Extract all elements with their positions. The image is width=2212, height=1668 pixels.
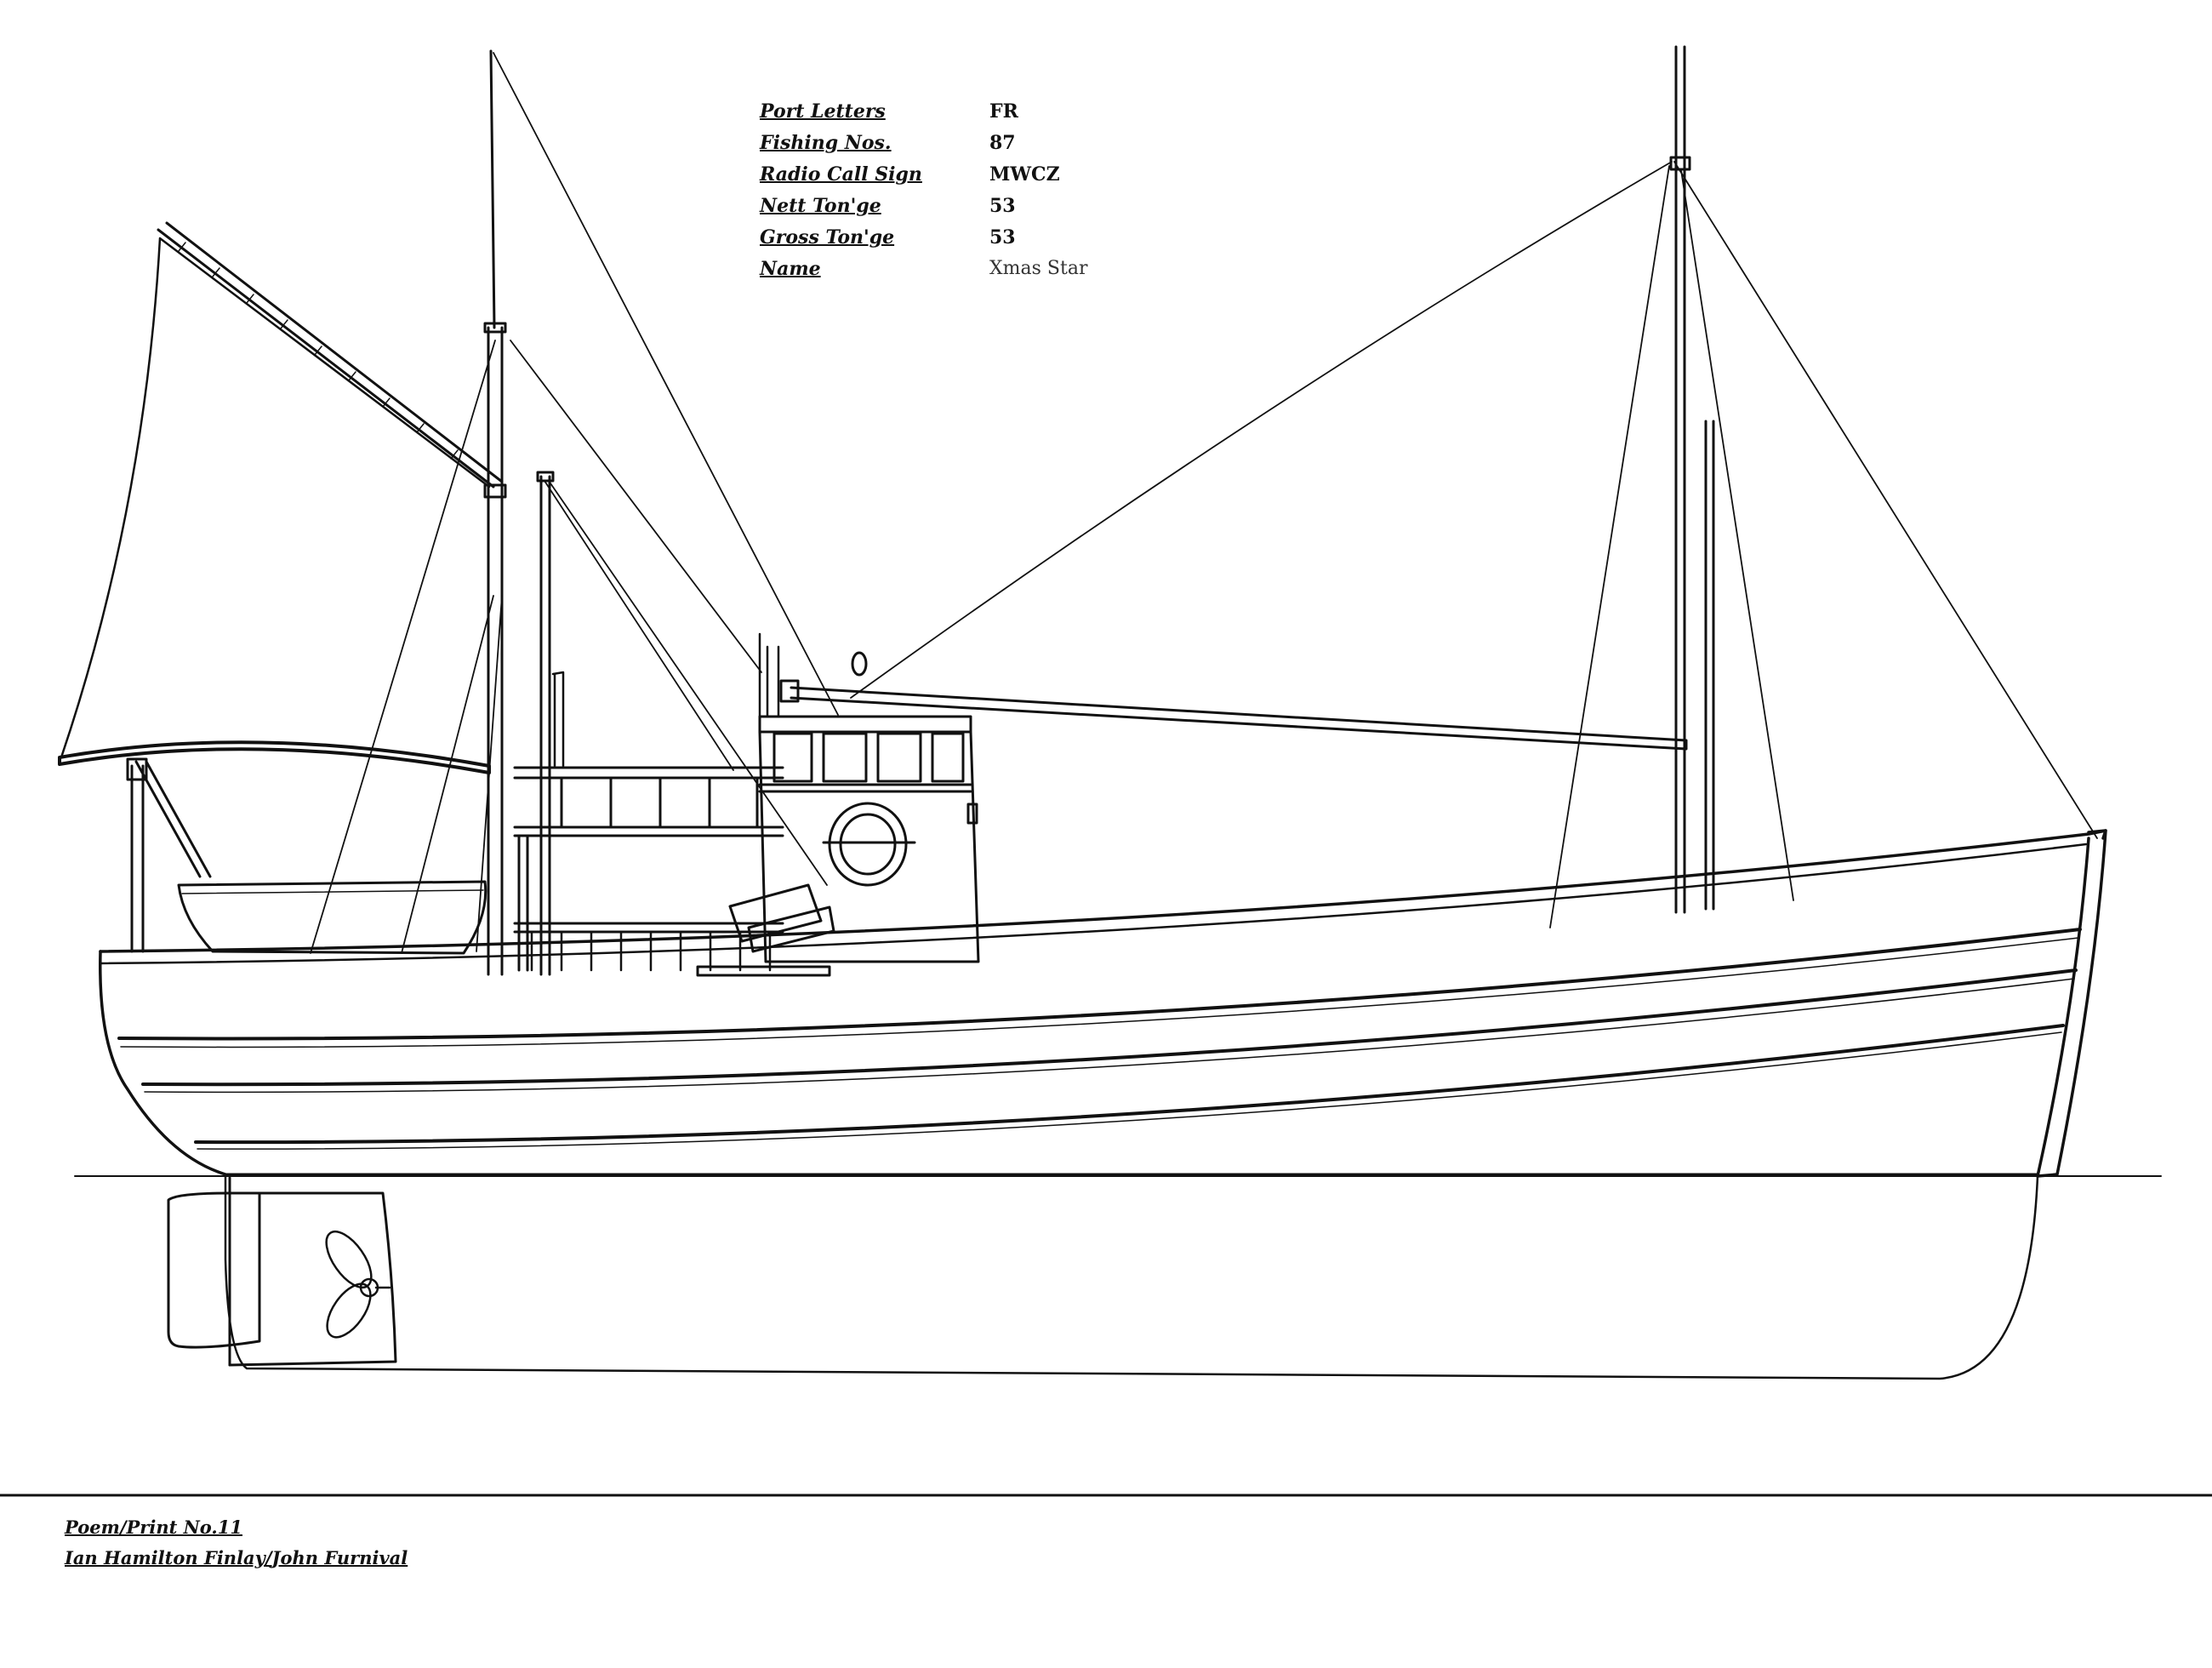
reg-value: FR [989,100,1018,123]
reg-label: Gross Ton'ge [760,226,895,248]
exhaust-pipes [551,632,780,768]
mizzen-boom [58,740,491,774]
reg-value: Xmas Star [989,258,1088,279]
derrick-post [536,471,555,976]
reg-value: 53 [989,195,1016,217]
hull-deck-line [99,843,2088,965]
sternpost [228,1191,397,1367]
authors-line: Ian Hamilton Finlay/John Furnival [65,1547,408,1578]
stem-post [2036,829,2107,1178]
reg-value: 87 [989,132,1016,154]
author-separator: / [265,1547,272,1568]
reg-label: Port Letters [760,100,886,123]
reg-label: Name [760,258,821,280]
lifebuoy-icon [822,802,916,887]
rigging [310,52,2098,954]
reg-label: Radio Call Sign [760,163,922,186]
credits: Poem/Print No.11 Ian Hamilton Finlay/Joh… [65,1517,408,1578]
transom [99,950,227,1176]
rudder [167,1191,261,1349]
mizzen-sail [60,237,491,759]
propeller-icon [325,1230,391,1339]
rear-mast [483,49,507,976]
author-1: Ian Hamilton Finlay [65,1547,265,1568]
underwater-hull [224,1174,2039,1380]
dinghy [177,880,487,955]
wheelhouse [758,715,980,963]
author-2: John Furnival [271,1547,408,1568]
reg-value: 53 [989,226,1016,248]
reg-value: MWCZ [989,163,1060,186]
reg-label: Nett Ton'ge [760,195,881,217]
print-title: Poem/Print No.11 [65,1517,242,1538]
derrick-boom [779,651,1688,751]
reg-label: Fishing Nos. [760,132,892,154]
fish-boxes [696,883,835,977]
foremast [1669,45,1715,914]
bulwark-rails [530,930,772,972]
gaff [157,221,504,488]
hull-strakes [117,928,2082,1150]
hull-sheer [99,829,2107,953]
hull-waterline-curve [224,1171,2039,1176]
davit [130,760,212,953]
